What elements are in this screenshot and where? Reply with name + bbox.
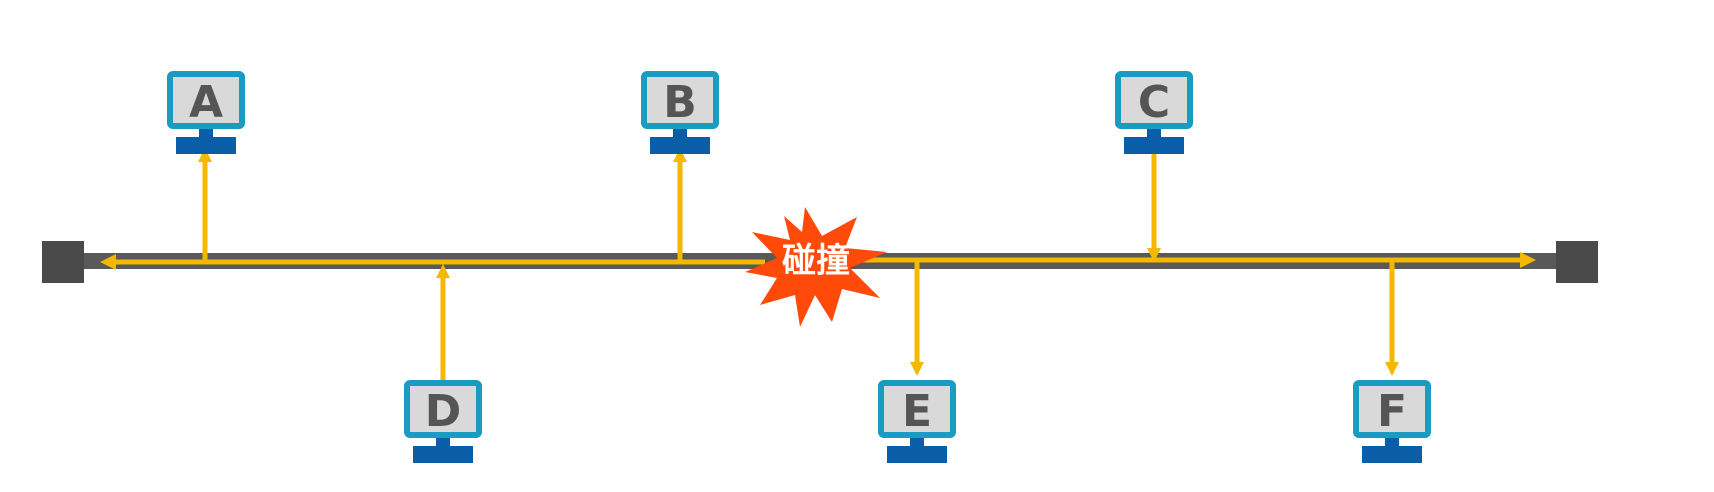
- node-label-f: F: [1377, 386, 1407, 437]
- right-terminator: [1556, 241, 1598, 283]
- desktop-monitor-icon: [167, 71, 245, 154]
- link-e: [910, 262, 924, 376]
- computer-e: E: [878, 380, 956, 463]
- desktop-monitor-icon: [878, 380, 956, 463]
- explosion-burst-icon: [745, 207, 887, 327]
- signal-right: [862, 252, 1536, 268]
- node-label-c: C: [1138, 77, 1170, 128]
- computer-a: A: [167, 71, 245, 154]
- link-a: [198, 148, 212, 262]
- desktop-monitor-icon: [641, 71, 719, 154]
- signal-left: [100, 254, 765, 270]
- computer-d: D: [404, 380, 482, 463]
- link-c: [1147, 148, 1161, 262]
- node-label-b: B: [663, 77, 697, 128]
- collision-marker: 碰撞: [745, 207, 887, 327]
- collision-label: 碰撞: [782, 241, 850, 281]
- computer-b: B: [641, 71, 719, 154]
- node-label-e: E: [902, 386, 932, 437]
- left-terminator: [42, 241, 84, 283]
- computer-c: C: [1115, 71, 1193, 154]
- desktop-monitor-icon: [1353, 380, 1431, 463]
- link-f: [1385, 262, 1399, 376]
- link-b: [673, 148, 687, 262]
- computer-f: F: [1353, 380, 1431, 463]
- node-label-d: D: [425, 386, 462, 437]
- desktop-monitor-icon: [1115, 71, 1193, 154]
- desktop-monitor-icon: [404, 380, 482, 463]
- link-d: [436, 264, 450, 380]
- node-label-a: A: [189, 77, 223, 128]
